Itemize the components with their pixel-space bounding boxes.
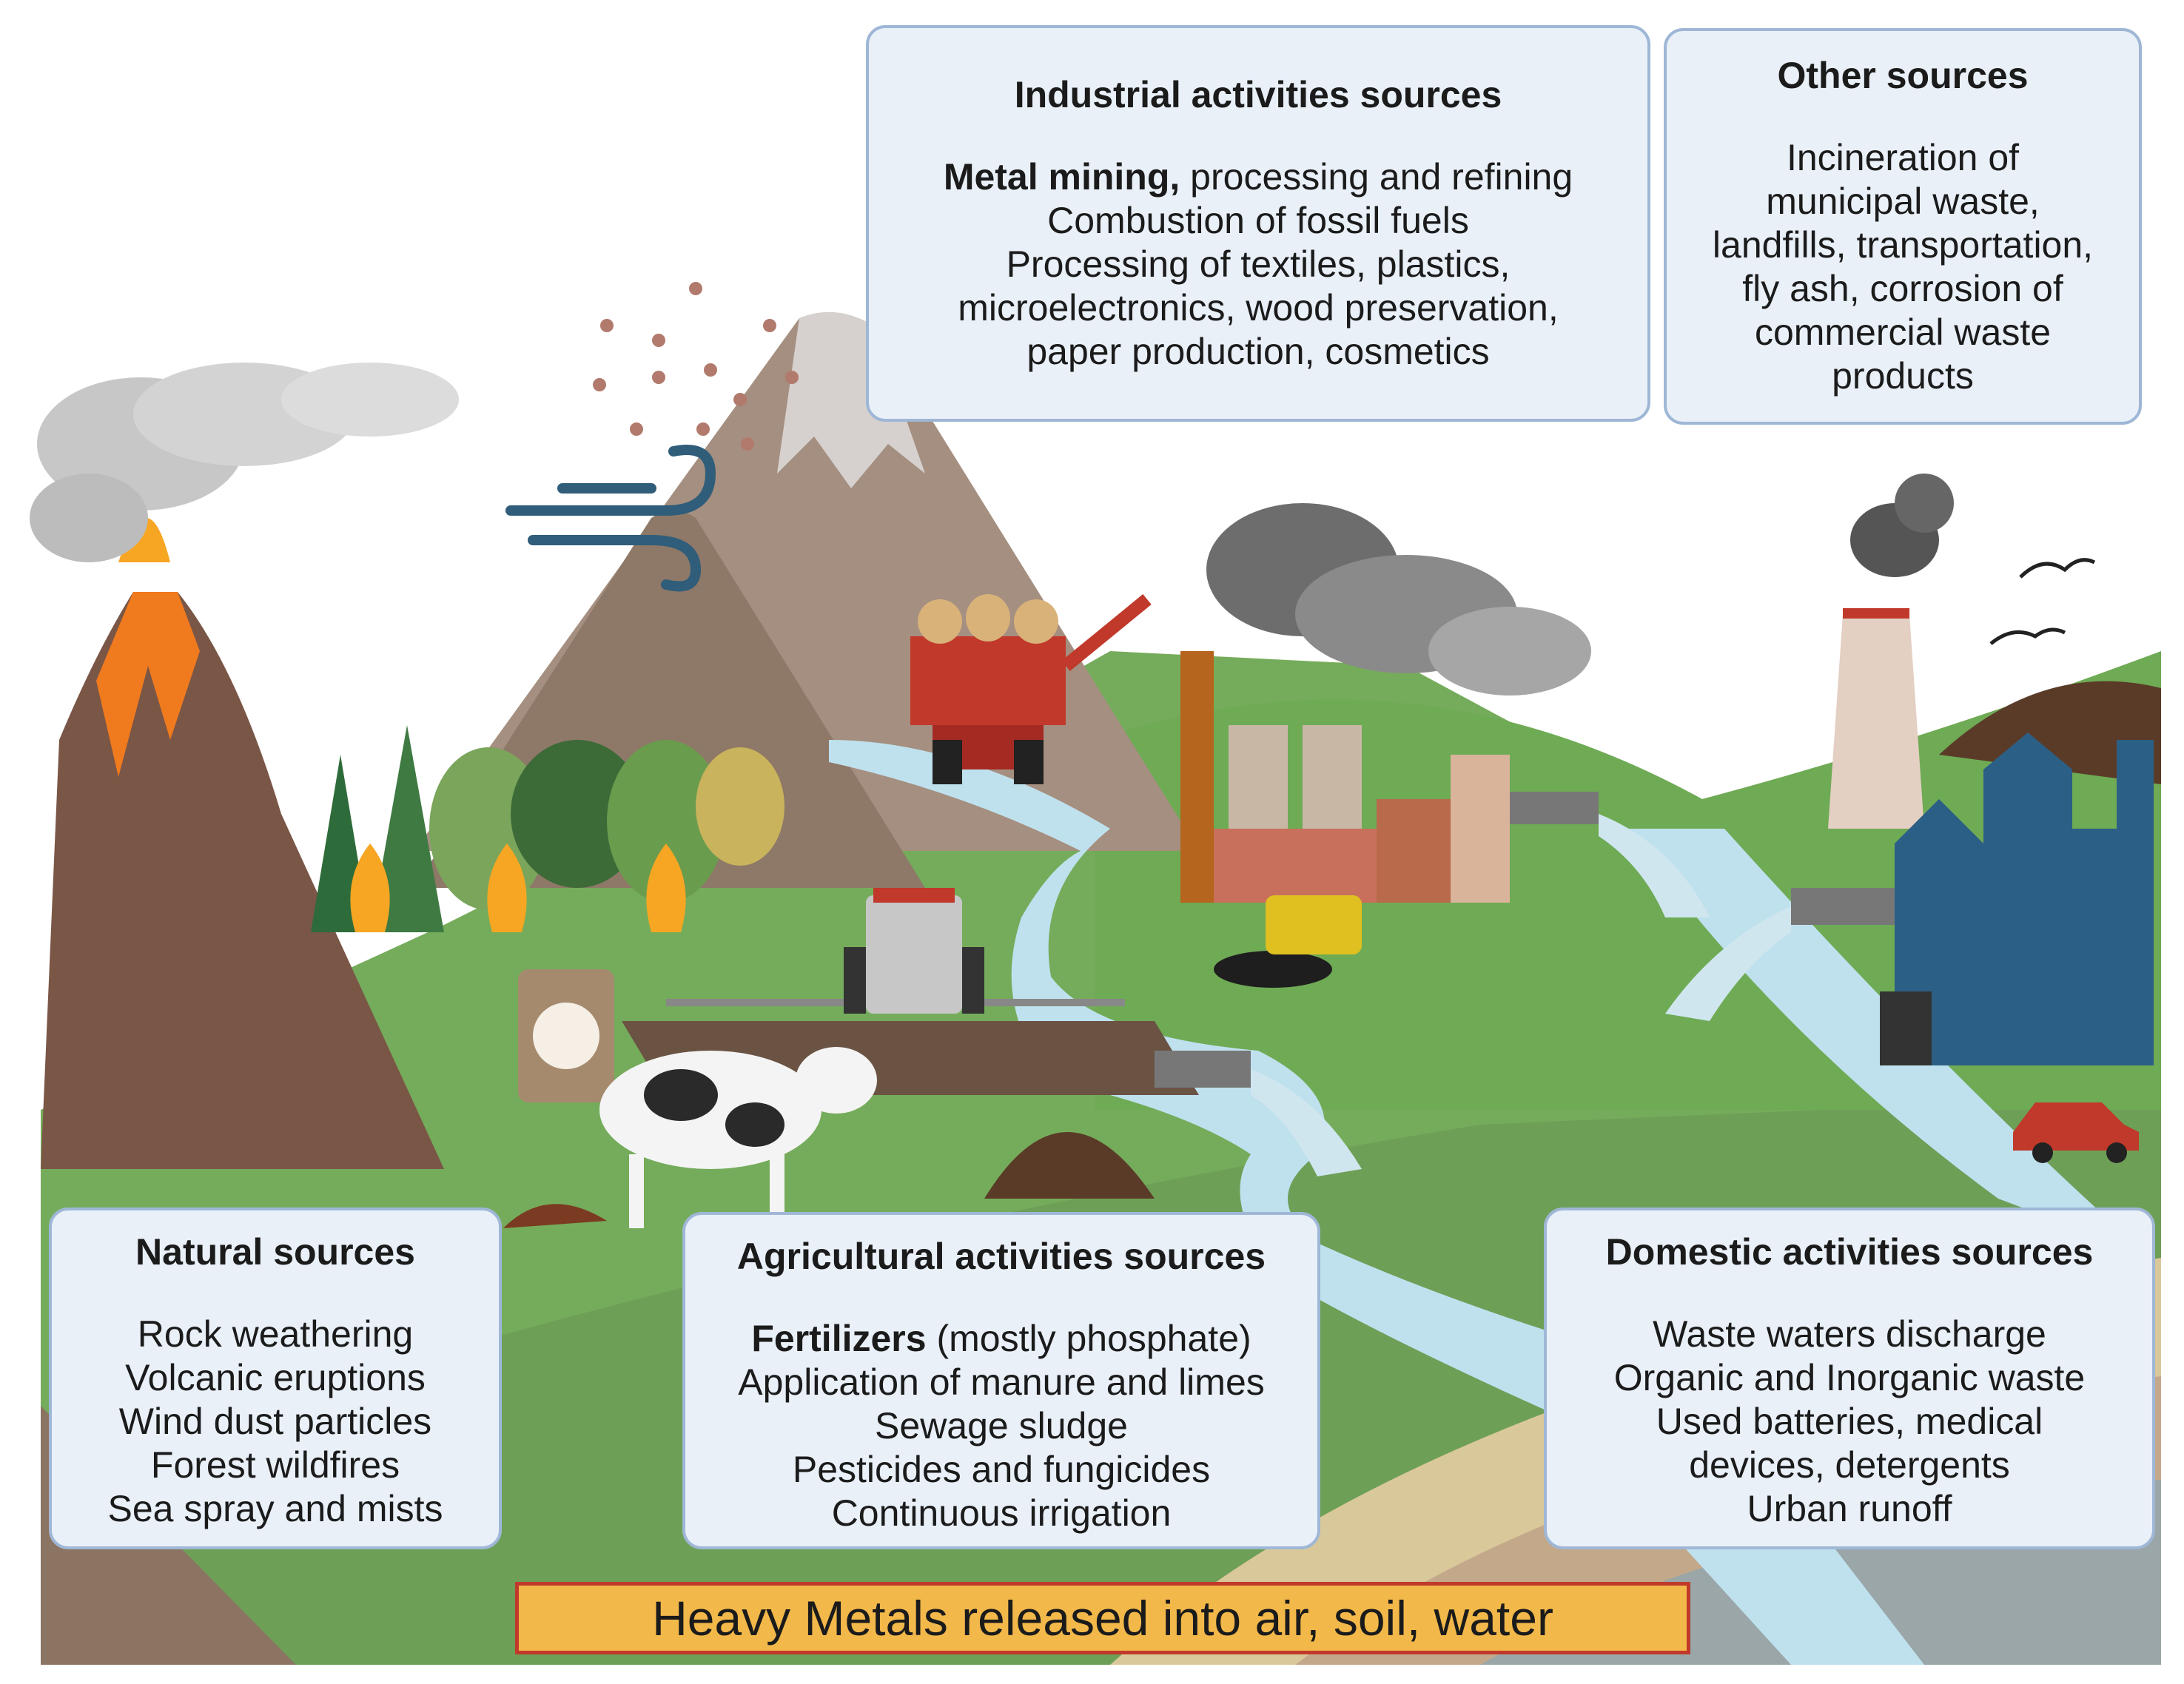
- fertilizer-bag-icon: [518, 969, 614, 1102]
- natural-sources-title: Natural sources: [135, 1231, 415, 1273]
- factory-icon: [1180, 503, 1710, 917]
- agricultural-line-1-rest: (mostly phosphate): [926, 1318, 1251, 1359]
- domestic-sources-title: Domestic activities sources: [1605, 1231, 2094, 1273]
- industrial-line-5: paper production, cosmetics: [1027, 331, 1490, 372]
- wind-icon: [505, 445, 716, 592]
- other-line: products: [1832, 355, 1974, 397]
- domestic-line: Organic and Inorganic waste: [1613, 1357, 2086, 1398]
- harvester-icon: [910, 594, 1152, 784]
- domestic-line: Urban runoff: [1747, 1488, 1952, 1529]
- trash-can-icon: [1880, 991, 1932, 1065]
- domestic-line: devices, detergents: [1689, 1444, 2010, 1486]
- industrial-sources-title: Industrial activities sources: [1014, 74, 1502, 115]
- heavy-metals-banner: Heavy Metals released into air, soil, wa…: [515, 1582, 1690, 1654]
- domestic-line: Waste waters discharge: [1653, 1313, 2046, 1355]
- industrial-line-3: Processing of textiles, plastics,: [1006, 243, 1511, 285]
- other-sources-box: Other sources Incineration of municipal …: [1664, 28, 2142, 425]
- agricultural-line: Pesticides and fungicides: [792, 1449, 1211, 1490]
- industrial-line-4: microelectronics, wood preservation,: [958, 287, 1559, 329]
- agricultural-line: Application of manure and limes: [738, 1361, 1265, 1403]
- landfill: [1939, 681, 2161, 784]
- other-line: landfills, transportation,: [1712, 224, 2094, 266]
- agricultural-sources-title: Agricultural activities sources: [736, 1236, 1266, 1277]
- natural-sources-box: Natural sources Rock weathering Volcanic…: [49, 1208, 502, 1549]
- industrial-line-2: Combustion of fossil fuels: [1047, 200, 1469, 241]
- other-sources-title: Other sources: [1777, 55, 2029, 96]
- industrial-sources-box: Industrial activities sources Metal mini…: [866, 25, 1650, 422]
- other-line: fly ash, corrosion of: [1742, 268, 2063, 309]
- city-buildings-icon: [1895, 732, 2154, 1065]
- natural-line: Wind dust particles: [118, 1401, 432, 1442]
- oil-barrel-icon: [1214, 895, 1362, 988]
- other-line: Incineration of: [1786, 137, 2020, 178]
- manure-pile-icon: [984, 1132, 1155, 1199]
- natural-line: Forest wildfires: [150, 1444, 400, 1486]
- car-icon: [2013, 1102, 2139, 1163]
- cow-icon: [503, 1047, 877, 1228]
- drain-pipe-icon: [1155, 888, 1895, 1176]
- domestic-sources-box: Domestic activities sources Waste waters…: [1544, 1208, 2155, 1549]
- natural-line: Volcanic eruptions: [125, 1357, 426, 1398]
- river-right: [1628, 829, 2102, 1221]
- natural-line: Sea spray and mists: [107, 1488, 443, 1529]
- natural-line: Rock weathering: [137, 1313, 414, 1355]
- forest-fire-icon: [311, 725, 784, 932]
- agricultural-line-1-bold: Fertilizers: [751, 1318, 927, 1359]
- agricultural-line: Continuous irrigation: [831, 1492, 1172, 1534]
- dust-particles: [593, 282, 799, 451]
- industrial-line-1-rest: processing and refining: [1180, 156, 1573, 198]
- domestic-line: Used batteries, medical: [1656, 1401, 2043, 1442]
- agricultural-line: Sewage sludge: [875, 1405, 1128, 1446]
- other-line: commercial waste: [1754, 311, 2052, 353]
- bird-icon: [1989, 558, 2096, 645]
- other-line: municipal waste,: [1766, 181, 2040, 222]
- volcano-icon: [30, 363, 459, 1169]
- agricultural-sources-box: Agricultural activities sources Fertiliz…: [682, 1212, 1320, 1549]
- power-plant-icon: [1828, 474, 1954, 829]
- industrial-line-1-bold: Metal mining,: [943, 156, 1180, 198]
